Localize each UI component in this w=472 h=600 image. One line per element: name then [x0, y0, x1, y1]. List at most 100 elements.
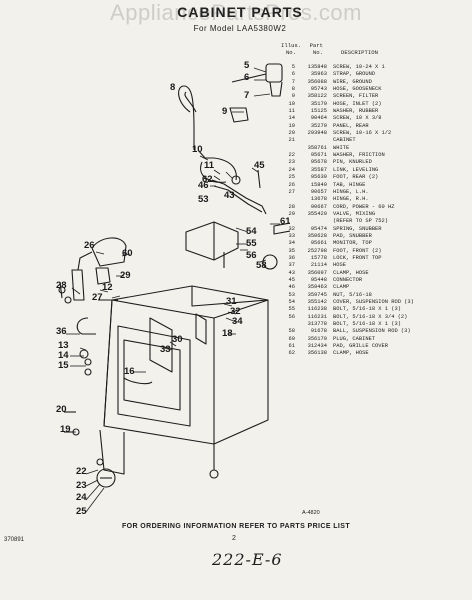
parts-row: 36 15778 Lock, front top: [281, 255, 471, 262]
part-illus-no: 9: [291, 93, 295, 100]
part-number: 135848: [307, 64, 327, 70]
part-illus-no: 14: [288, 115, 295, 122]
parts-row: 3295474Spring, snubber: [281, 226, 471, 233]
part-description: Panel, rear: [333, 122, 369, 129]
part-illus-no: 55: [288, 306, 295, 313]
part-illus-no: 23: [288, 159, 295, 166]
part-description: Lock, front top: [333, 254, 382, 261]
part-description: Cover, suspension rod (3): [333, 299, 414, 305]
part-illus-no: 10: [288, 100, 295, 107]
callout-33: 33: [160, 344, 171, 355]
handwritten-note: 222-E-6: [212, 550, 283, 569]
part-illus-no: 36: [288, 254, 295, 261]
part-description: (Refer to SP 752): [333, 218, 388, 225]
callout-10: 10: [192, 144, 203, 155]
callout-24: 24: [76, 492, 87, 503]
part-number: 15849: [310, 181, 327, 188]
page-number: 2: [232, 535, 236, 542]
parts-row: 43356097Clamp, hose: [281, 270, 471, 277]
parts-row: 9358122Screen, filter: [281, 93, 471, 100]
callout-5: 5: [244, 60, 250, 71]
callout-15: 15: [58, 360, 69, 371]
parts-row: 33350628Pad, snubber: [281, 233, 471, 240]
parts-row: 19 35279 Panel, rear: [281, 123, 471, 130]
part-description: Nut, 5/16-18: [333, 291, 372, 298]
callout-31: 31: [226, 296, 237, 307]
parts-table-header: Illus.Part No.No.DESCRIPTION: [281, 42, 378, 57]
callout-25: 25: [76, 506, 87, 517]
part-illus-no: 46: [288, 284, 295, 291]
part-illus-no: 61: [288, 343, 295, 350]
part-description: Strap, ground: [333, 71, 376, 78]
part-illus-no: 26: [288, 181, 295, 188]
part-illus-no: 33: [288, 232, 295, 239]
part-illus-no: 54: [288, 299, 295, 305]
callout-7: 7: [244, 90, 249, 101]
parts-row: 29355429Valve, mixing: [281, 211, 471, 218]
part-number: 359463: [307, 284, 327, 291]
part-number: 95448: [310, 276, 327, 283]
part-illus-no: 28: [288, 203, 295, 210]
part-number: 35279: [310, 122, 327, 129]
parts-row: 895743Hose, gooseneck: [281, 86, 471, 93]
leader-lines: [66, 67, 280, 513]
hose-fitting: [265, 63, 283, 83]
part-description: Hinge, L.H.: [333, 188, 369, 195]
part-illus-no: 8: [291, 86, 295, 93]
mixing-valve: [91, 237, 127, 267]
part-number: 356179: [307, 335, 327, 342]
part-number: 21114: [310, 262, 327, 269]
callout-58: 58: [256, 260, 267, 271]
parts-list: 5135848Screw, 10-24 x 1635963Strap, grou…: [281, 64, 471, 358]
parts-row: 4595448Connector: [281, 277, 471, 284]
parts-row: 7356088Wire, ground: [281, 79, 471, 86]
part-illus-no: 19: [288, 122, 295, 129]
callout-56: 56: [246, 250, 257, 261]
parts-row: 13678Hinge, R.H.: [281, 196, 471, 203]
part-number: 95678: [310, 159, 327, 166]
document-number: 370891: [4, 537, 25, 543]
parts-row: 2595639Foot, rear (2): [281, 174, 471, 181]
callout-11: 11: [204, 160, 215, 171]
part-number: 293948: [307, 130, 327, 137]
part-illus-no: 56: [288, 313, 295, 320]
callout-29: 29: [120, 270, 131, 281]
part-description: Clamp: [333, 284, 350, 291]
header-description: DESCRIPTION: [341, 49, 378, 57]
part-number: 35587: [310, 166, 327, 173]
parts-row: 635963Strap, ground: [281, 71, 471, 78]
page-title: CABINET PARTS: [177, 4, 303, 20]
callout-61: 61: [280, 216, 290, 227]
callout-22: 22: [76, 466, 87, 477]
part-illus-no: 45: [288, 276, 295, 283]
part-number: 15778: [310, 254, 327, 261]
part-illus-no: 11: [288, 108, 295, 115]
part-description: Hose: [333, 262, 346, 269]
part-description: Cord, power - 60 HZ: [333, 203, 395, 210]
part-number: 35963: [310, 71, 327, 78]
figure-reference: A-4820: [302, 510, 320, 516]
part-description: Spring, snubber: [333, 225, 382, 232]
part-number: 356097: [307, 269, 327, 276]
part-description: Cabinet: [333, 137, 356, 144]
parts-row: 53359745Nut, 5/16-18: [281, 292, 471, 299]
callout-36: 36: [56, 326, 67, 337]
parts-row: 1035179Hose, inlet (2): [281, 101, 471, 108]
callout-9: 9: [222, 106, 227, 117]
part-number: 95661: [310, 240, 327, 247]
cabinet-body: [103, 285, 269, 445]
part-illus-no: 24: [288, 166, 295, 173]
callout-13: 13: [58, 340, 69, 351]
part-number: 13678: [310, 196, 327, 203]
parts-row: 2790657Hinge, L.H.: [281, 189, 471, 196]
part-number: 356138: [307, 350, 327, 357]
callout-43: 43: [224, 190, 235, 201]
parts-row: 62356138Clamp, hose: [281, 350, 471, 357]
part-number: 356088: [307, 78, 327, 85]
part-illus-no: 20: [288, 130, 295, 137]
callout-27: 27: [92, 292, 103, 303]
part-illus-no: 34: [288, 240, 295, 247]
part-description: Screw, 10-24 x 1: [333, 64, 385, 70]
callout-23: 23: [76, 480, 87, 491]
parts-row: 60356179Plug, cabinet: [281, 336, 471, 343]
